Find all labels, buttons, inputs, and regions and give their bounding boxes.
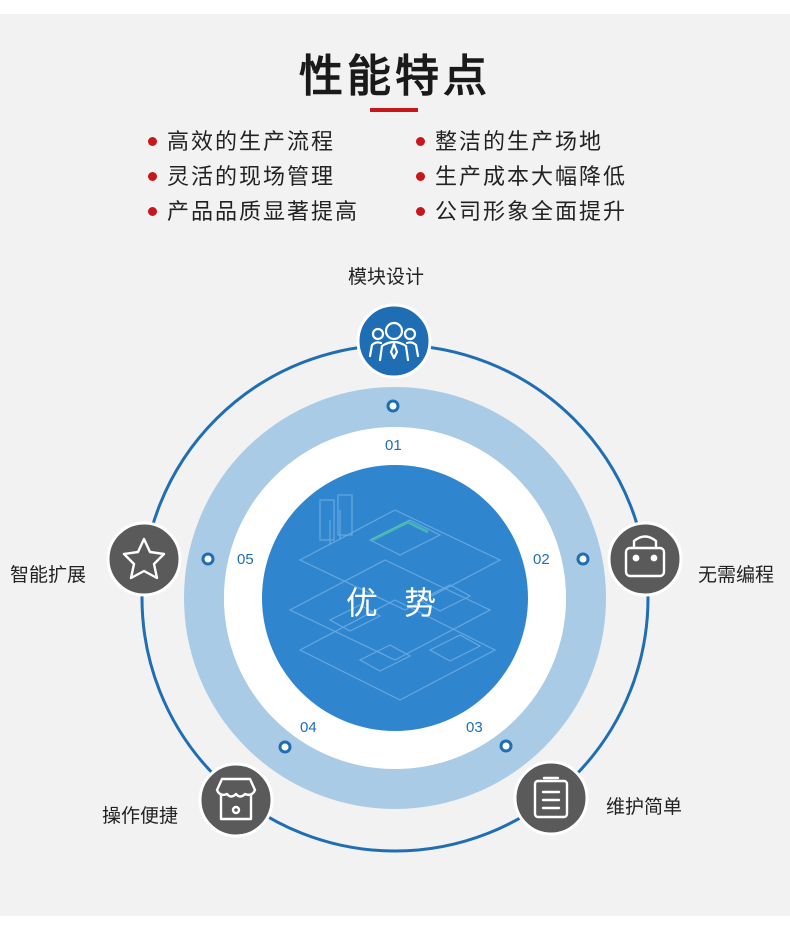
conveyor-line (371, 520, 429, 542)
feature-label: 整洁的生产场地 (435, 130, 604, 155)
feature-label: 生产成本大幅降低 (435, 165, 628, 190)
number-label-02: 02 (533, 551, 550, 568)
node-label-easy-operation: 操作便捷 (102, 805, 179, 827)
factory-layout-image (288, 494, 502, 701)
node-label-smart-expansion: 智能扩展 (10, 564, 87, 586)
node-label-no-programming: 无需编程 (698, 564, 775, 586)
bullet-dot (416, 136, 425, 146)
marker-03 (499, 739, 513, 753)
node-smart-expansion (106, 521, 182, 597)
feature-item: 生产成本大幅降低 (416, 159, 627, 191)
number-label-05: 05 (237, 551, 254, 568)
node-no-programming (607, 521, 683, 597)
node-module-design (356, 303, 432, 379)
star-icon (122, 537, 166, 580)
number-label-03: 03 (466, 719, 483, 736)
feature-label: 产品品质显著提高 (167, 200, 360, 225)
feature-label: 高效的生产流程 (167, 130, 336, 155)
feature-item: 公司形象全面提升 (416, 194, 627, 226)
feature-label: 公司形象全面提升 (435, 200, 628, 225)
page-title: 性能特点 (299, 51, 491, 102)
node-label-module-design: 模块设计 (348, 266, 425, 288)
bullet-dot (148, 136, 157, 146)
bullet-dot (148, 171, 157, 181)
marker-02 (576, 552, 590, 566)
bullet-dot (148, 206, 157, 216)
node-label-easy-maintenance: 维护简单 (606, 796, 683, 818)
center-label: 优 势 (345, 584, 445, 622)
number-label-04: 04 (300, 719, 317, 736)
team-icon (368, 321, 420, 362)
node-easy-operation (198, 762, 274, 838)
number-label-01: 01 (385, 437, 402, 454)
bullet-dot (416, 171, 425, 181)
marker-01 (386, 399, 400, 413)
feature-item: 高效的生产流程 (148, 124, 335, 156)
storefront-icon (215, 777, 257, 821)
feature-label: 灵活的现场管理 (167, 165, 336, 190)
node-easy-maintenance (513, 760, 589, 836)
clipboard-list-icon (533, 776, 569, 819)
title-underline (370, 108, 418, 112)
center-circle (262, 465, 528, 731)
feature-item: 整洁的生产场地 (416, 124, 603, 156)
marker-05 (201, 552, 215, 566)
shopping-bag-icon (624, 535, 666, 578)
feature-item: 产品品质显著提高 (148, 194, 359, 226)
marker-04 (278, 740, 292, 754)
feature-item: 灵活的现场管理 (148, 159, 335, 191)
bullet-dot (416, 206, 425, 216)
